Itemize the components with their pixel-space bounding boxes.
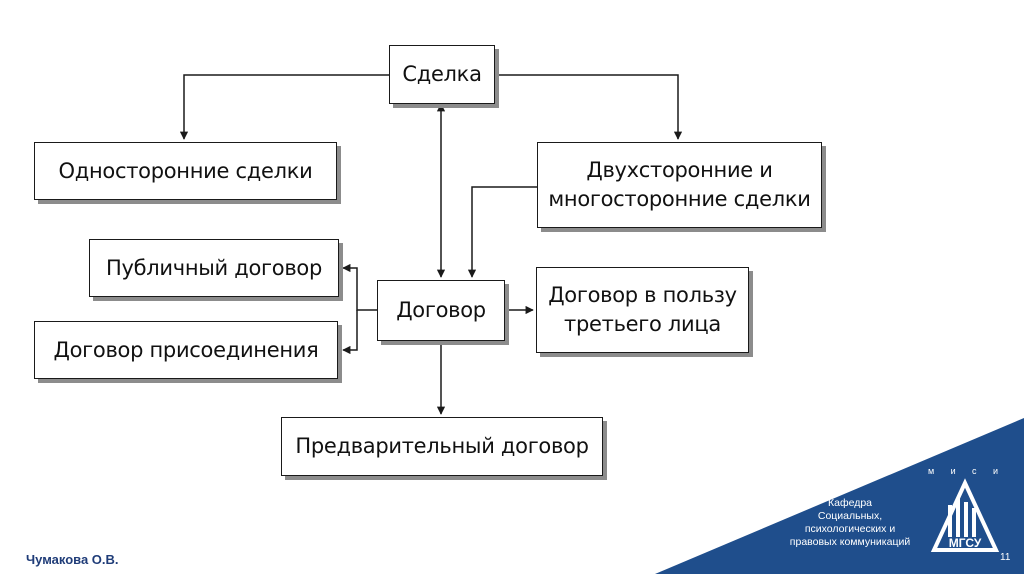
node-label: Договор присоединения	[53, 337, 319, 362]
node-label: Договор в пользу третьего лица	[548, 283, 737, 336]
node-label: Двухсторонние и многосторонние сделки	[548, 158, 811, 211]
node-sdelka: Сделка	[389, 45, 495, 104]
logo-letter: и	[950, 466, 956, 476]
corner-blue-shape	[655, 418, 1024, 574]
node-label: Сделка	[402, 62, 482, 86]
node-label: Односторонние сделки	[58, 158, 313, 183]
node-dogovor-tretie-lico: Договор в пользу третьего лица	[536, 267, 749, 353]
department-name: Кафедра Социальных, психологических и пр…	[789, 497, 911, 548]
logo-name: МГСУ	[948, 536, 982, 550]
node-dvustoronnie-sdelki: Двухсторонние и многосторонние сделки	[537, 142, 822, 228]
node-label: Предварительный договор	[295, 434, 589, 458]
edge-sdelka-dvustoronnie	[495, 74, 683, 140]
page-number: 11	[1000, 552, 1011, 563]
node-dogovor-prisoedinenia: Договор присоединения	[34, 321, 338, 379]
node-dogovor: Договор	[377, 280, 505, 341]
node-odnostoronnie-sdelki: Односторонние сделки	[34, 142, 337, 200]
logo-letter: и	[992, 466, 998, 476]
node-label: Публичный договор	[106, 255, 322, 280]
node-label: Договор	[396, 298, 486, 322]
logo-letter: м	[928, 466, 935, 476]
edge-sdelka-odnostoronnie	[179, 74, 389, 140]
node-predvaritelny-dogovor: Предварительный договор	[281, 417, 603, 476]
edge-dogovor-prisoedinenie	[342, 310, 358, 355]
author-name: Чумакова О.В.	[26, 552, 119, 567]
node-publichny-dogovor: Публичный договор	[89, 239, 339, 297]
logo-letter: с	[972, 466, 977, 476]
edge-dogovor-publichny	[342, 263, 377, 311]
edge-dvustoronnie-dogovor	[467, 186, 537, 278]
logo-letters: м и с и	[928, 466, 998, 476]
